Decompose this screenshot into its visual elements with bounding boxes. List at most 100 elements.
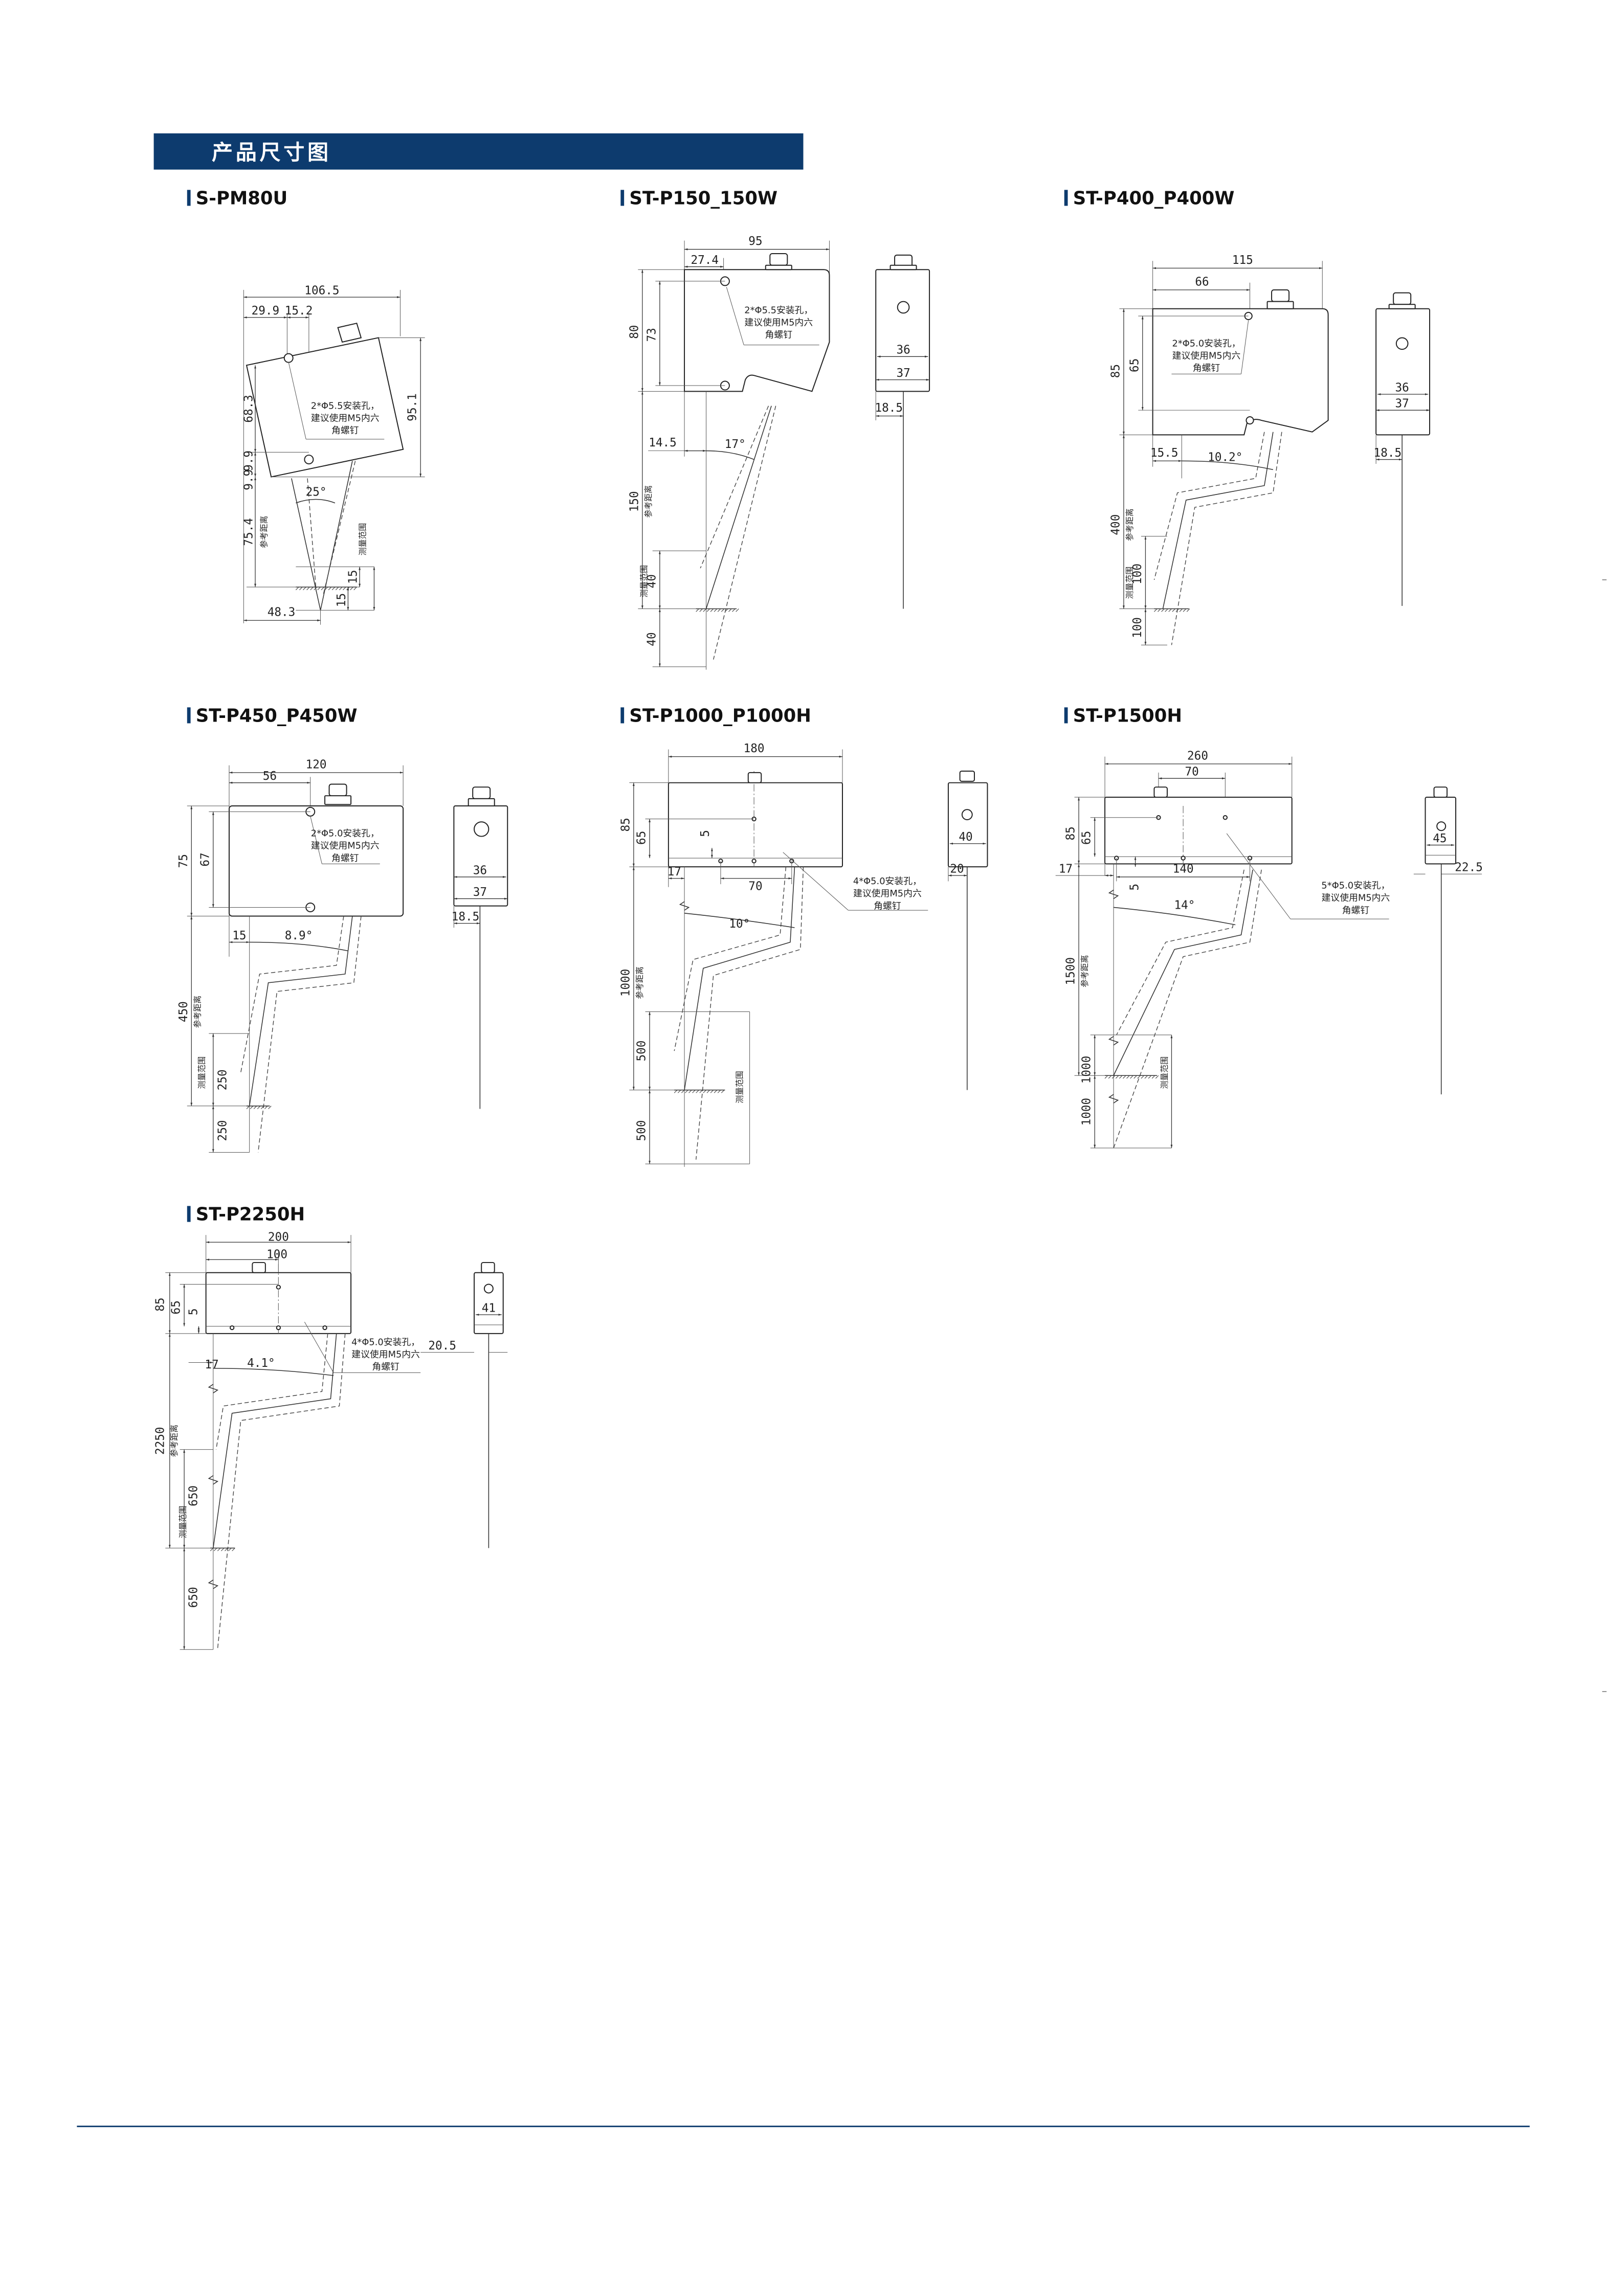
mounting-note: 4*Φ5.0安装孔， (853, 876, 922, 887)
side-view-body (947, 782, 988, 868)
side-view-body (1375, 308, 1431, 436)
beam-path (213, 1333, 337, 1548)
ground-hatch (295, 587, 299, 591)
beam-path (1153, 432, 1265, 580)
section-header: 产品尺寸图 (153, 133, 804, 170)
dimension-label: 37 (473, 886, 487, 899)
dimension-label: 15 (232, 929, 246, 942)
dimension-label: 650 (187, 1485, 201, 1506)
dimension-label: 36 (473, 864, 487, 877)
dimension-label: 29.9 (252, 304, 280, 318)
dimension-label: 10.2° (1208, 451, 1242, 464)
ground-hatch (717, 1090, 721, 1093)
mounting-hole (322, 1325, 327, 1331)
mounting-note: 角螺钉 (1193, 363, 1220, 374)
mounting-note: 2*Φ5.5安装孔， (311, 400, 380, 411)
mounting-note: 建议使用M5内六 (351, 1349, 420, 1360)
ground-hatch (306, 587, 310, 591)
dimension-label: 180 (744, 742, 765, 755)
mounting-note: 建议使用M5内六 (1322, 893, 1390, 904)
dimension-label: 27.4 (691, 254, 719, 267)
connector-icon (1153, 786, 1168, 798)
page-title: 产品尺寸图 (212, 140, 331, 165)
connector-icon (1393, 292, 1412, 305)
beam-path (249, 916, 353, 1106)
ground-hatch (706, 609, 710, 612)
ground-hatch (699, 1090, 703, 1093)
ground-hatch (677, 1090, 681, 1093)
dimension-label: 17 (205, 1358, 218, 1371)
sensor-body (1104, 797, 1293, 865)
beam-path (257, 916, 362, 1153)
title-bar-marker (187, 190, 191, 206)
dimension-label: 18.5 (1374, 446, 1402, 460)
connector-icon (481, 1262, 495, 1273)
ground-hatch (268, 1106, 272, 1109)
ground-hatch (1115, 1075, 1119, 1079)
sensor-body (684, 269, 830, 392)
angle-arc (296, 499, 336, 504)
sensor-body (1152, 308, 1329, 436)
dimension-label: 8.9° (285, 929, 313, 942)
dimension-label: 67 (198, 852, 212, 866)
dimension-label: 17° (725, 438, 746, 451)
break-symbol (1108, 1036, 1119, 1046)
beam-path (1171, 432, 1282, 645)
dimension-label: 5 (699, 830, 712, 837)
title-bar-marker (620, 707, 625, 724)
ground-hatch (253, 1106, 257, 1109)
sensor-body (246, 337, 404, 478)
beam-path (217, 1333, 346, 1650)
connector-icon (1388, 304, 1416, 309)
ground-hatch (1165, 609, 1168, 612)
connector-icon (324, 795, 352, 805)
title-bar-marker (187, 707, 191, 724)
ground-hatch (1144, 1075, 1148, 1079)
ground-hatch (1148, 1075, 1152, 1079)
ground-hatch (1151, 1075, 1155, 1079)
beam-line (705, 406, 772, 609)
mounting-hole (1222, 815, 1228, 820)
ground-hatch (1130, 1075, 1133, 1079)
dimension-label: 500 (635, 1120, 649, 1141)
ground-hatch (1126, 1075, 1130, 1079)
ground-hatch (232, 1547, 235, 1551)
dimension-label: 15.5 (1150, 446, 1178, 460)
dimension-label: 115 (1232, 254, 1253, 267)
title-bar-marker (620, 190, 625, 206)
extension-line (1241, 320, 1249, 374)
beam-path (215, 1333, 328, 1450)
mounting-note: 4*Φ5.0安装孔， (351, 1337, 420, 1348)
ground-hatch (1175, 609, 1180, 612)
ground-hatch (1137, 1075, 1141, 1079)
header-bar (153, 133, 804, 170)
ground-hatch (721, 1090, 725, 1093)
ground-hatch (1168, 609, 1172, 612)
dimension-label: 14.5 (649, 436, 677, 449)
beam-path (1116, 869, 1244, 1036)
ground-hatch (699, 609, 703, 612)
measuring-range-label: 测量范围 (735, 1071, 744, 1103)
ground-hatch (1183, 609, 1187, 612)
ground-hatch (343, 587, 346, 591)
mounting-note: 2*Φ5.0安装孔， (311, 828, 380, 839)
mounting-note: 建议使用M5内六 (311, 413, 380, 423)
measuring-range-label: 测量范围 (1160, 1056, 1169, 1089)
connector-icon (468, 798, 495, 807)
dimension-label: 85 (619, 818, 632, 831)
dimension-label: 1500 (1064, 957, 1078, 985)
mounting-hole (1245, 416, 1254, 425)
dimension-label: 65 (1080, 831, 1094, 845)
dimension-label: 1000 (1080, 1098, 1094, 1126)
dimension-label: 14° (1174, 898, 1195, 912)
ground-hatch (250, 1106, 254, 1109)
indicator-icon (474, 821, 490, 837)
dimension-label: 17 (668, 865, 681, 879)
dimension-label: 400 (1109, 514, 1122, 535)
mounting-hole (276, 1325, 281, 1331)
mounting-note: 角螺钉 (874, 901, 901, 911)
ground-hatch (1104, 1075, 1108, 1079)
dimension-label: 150 (628, 491, 641, 512)
